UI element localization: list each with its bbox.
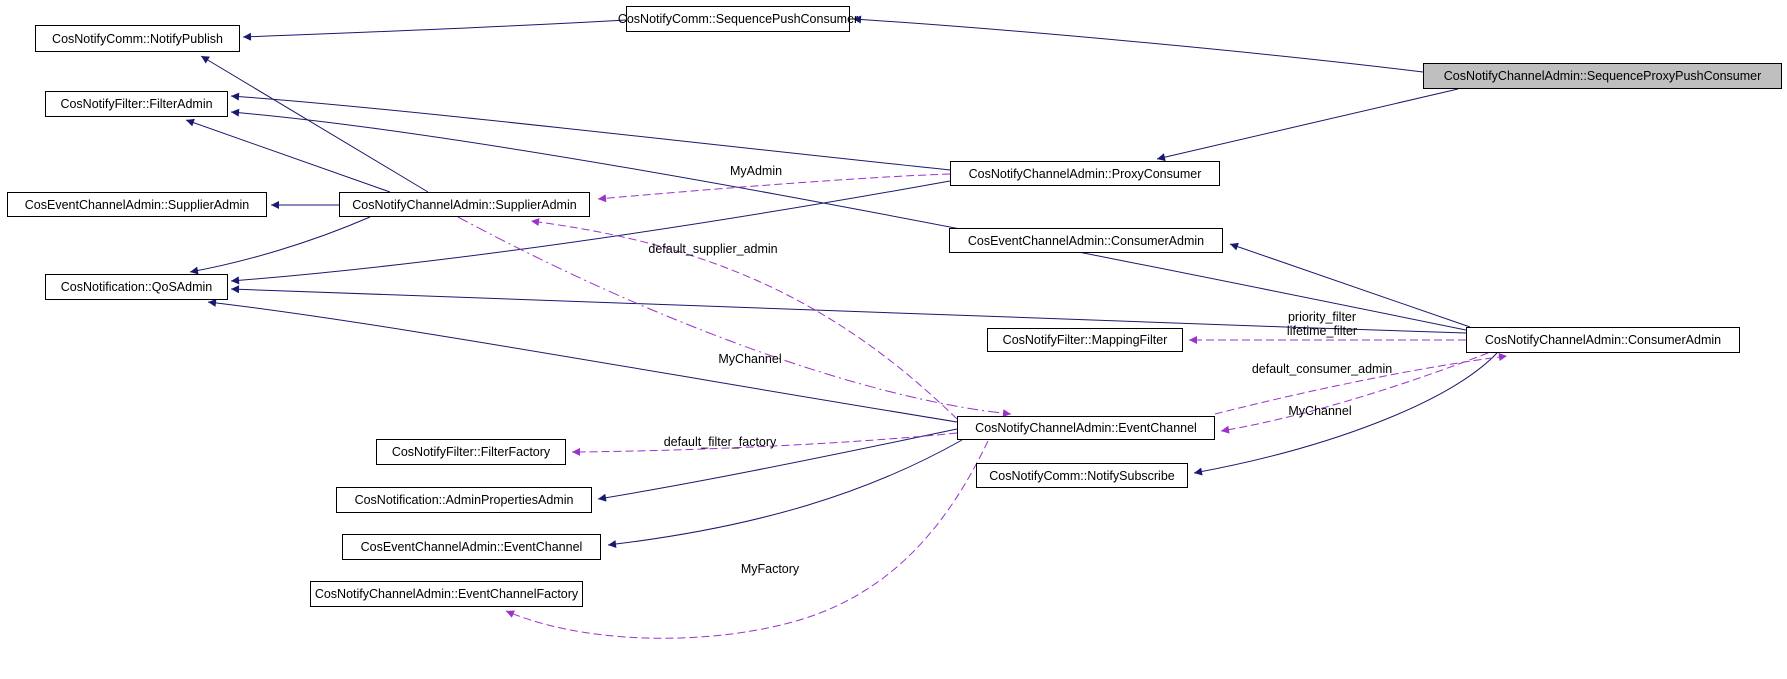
node-cosnotifyfilter-mappingfilter[interactable]: CosNotifyFilter::MappingFilter — [987, 328, 1183, 352]
edge-inherit-seqproxypushconsumer-proxyconsumer — [1156, 88, 1459, 162]
edge-inherit-supplieradmin-notifypublish — [200, 55, 429, 193]
edge-inherit-seqpushconsumer-notifypublish — [242, 19, 627, 41]
edge-inherit-consumeradmin-eventconsumeradmin — [1229, 242, 1471, 328]
edge-usage-default-supplier-admin — [530, 218, 958, 420]
node-cosnotifycomm-sequencepushconsumer[interactable]: CosNotifyComm::SequencePushConsumer — [618, 6, 858, 32]
edge-usage-mychannel-consumer — [1220, 352, 1489, 434]
edge-usage-default-filter-factory — [571, 432, 958, 456]
node-cosnotifychanneladmin-eventchannel[interactable]: CosNotifyChannelAdmin::EventChannel — [957, 416, 1215, 440]
edge-inherit-eventchannel-qosadmin — [207, 298, 958, 423]
edge-label-my-factory: MyFactory — [740, 562, 800, 576]
edge-inherit-supplieradmin-filteradmin — [185, 118, 391, 193]
edge-label-priority-filter: priority_filter — [1287, 310, 1357, 324]
node-cosnotification-adminpropertiesadmin[interactable]: CosNotification::AdminPropertiesAdmin — [336, 487, 592, 513]
node-cosnotifychanneladmin-eventchannelfactory[interactable]: CosNotifyChannelAdmin::EventChannelFacto… — [310, 581, 583, 607]
edge-inherit-eventchannel-eventchannelbase — [607, 439, 963, 549]
node-coseventchanneladmin-consumeradmin[interactable]: CosEventChannelAdmin::ConsumerAdmin — [949, 228, 1223, 253]
edge-inherit-consumeradmin-filteradmin — [230, 108, 1467, 331]
edge-label-my-channel-supplier: MyChannel — [718, 352, 782, 366]
edge-label-default-consumer-admin: default_consumer_admin — [1251, 362, 1393, 376]
edge-inherit-consumeradmin-notifysubscribe — [1193, 352, 1498, 476]
edge-inherit-proxyconsumer-filteradmin — [230, 92, 951, 171]
edge-inherit-eventchannel-adminpropertiesadmin — [597, 428, 958, 502]
node-cosnotifycomm-notifypublish[interactable]: CosNotifyComm::NotifyPublish — [35, 25, 240, 52]
node-cosnotifyfilter-filteradmin[interactable]: CosNotifyFilter::FilterAdmin — [45, 91, 228, 117]
node-cosnotification-qosadmin[interactable]: CosNotification::QoSAdmin — [45, 274, 228, 300]
edge-inherit-proxyconsumer-qosadmin — [230, 180, 951, 285]
edge-label-my-channel-consumer: MyChannel — [1288, 404, 1352, 418]
edge-usage-myadmin — [597, 173, 951, 203]
node-cosnotifychanneladmin-proxyconsumer[interactable]: CosNotifyChannelAdmin::ProxyConsumer — [950, 161, 1220, 186]
edge-label-default-supplier-admin: default_supplier_admin — [648, 242, 778, 256]
node-cosnotifyfilter-filterfactory[interactable]: CosNotifyFilter::FilterFactory — [376, 439, 566, 465]
edge-inherit-seqproxypushconsumer-seqpushconsumer — [852, 15, 1424, 73]
node-coseventchanneladmin-supplieradmin[interactable]: CosEventChannelAdmin::SupplierAdmin — [7, 192, 267, 217]
node-coseventchanneladmin-eventchannel[interactable]: CosEventChannelAdmin::EventChannel — [342, 534, 601, 560]
node-cosnotifychanneladmin-supplieradmin[interactable]: CosNotifyChannelAdmin::SupplierAdmin — [339, 192, 590, 217]
node-cosnotifychanneladmin-sequenceproxypushconsumer: CosNotifyChannelAdmin::SequenceProxyPush… — [1423, 63, 1782, 89]
edge-inherit-supplieradmin-qosadmin — [189, 216, 371, 275]
edge-label-default-filter-factory: default_filter_factory — [663, 435, 777, 449]
edge-label-my-admin: MyAdmin — [729, 164, 783, 178]
edge-label-lifetime-filter: lifetime_filter — [1286, 324, 1358, 338]
edge-usage-default-consumer-admin — [1214, 353, 1508, 415]
node-cosnotifychanneladmin-consumeradmin[interactable]: CosNotifyChannelAdmin::ConsumerAdmin — [1466, 327, 1740, 353]
edge-inherit-consumeradmin-qosadmin — [230, 285, 1467, 334]
edge-usage-mychannel-supplier — [457, 216, 1012, 418]
edge-usage-myfactory — [505, 440, 989, 639]
node-cosnotifycomm-notifysubscribe[interactable]: CosNotifyComm::NotifySubscribe — [976, 463, 1188, 488]
